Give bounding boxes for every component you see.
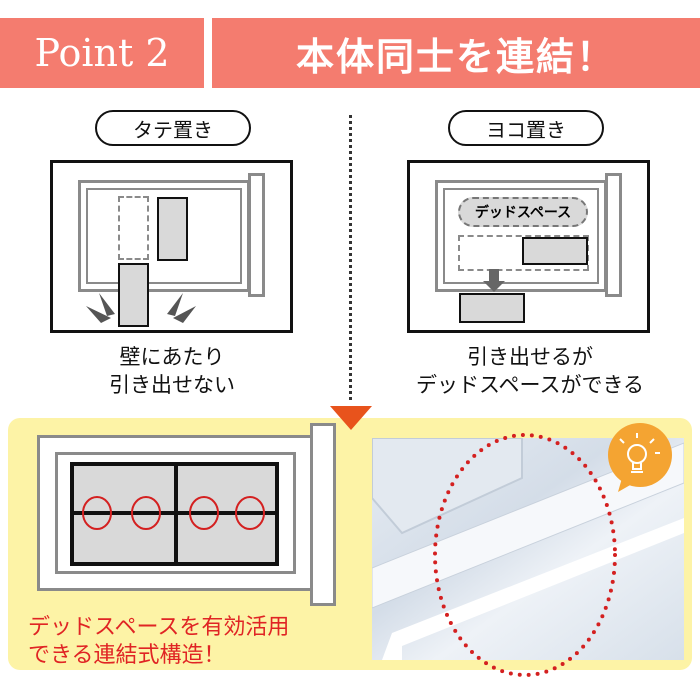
horizontal-diagram: デッドスペース — [407, 160, 650, 333]
dead-space-tag: デッドスペース — [458, 197, 588, 227]
shelf-inner — [86, 188, 242, 284]
label-vertical: タテ置き — [95, 110, 251, 146]
shelf-inner — [443, 188, 599, 284]
divider — [349, 115, 352, 400]
solution-line: デッドスペースを有効活用 — [28, 615, 290, 640]
caption-line: 引き出せない — [109, 373, 235, 397]
connector-markers — [82, 496, 265, 530]
box-divider-horizontal — [74, 511, 275, 515]
solution-text: デッドスペースを有効活用 できる連結式構造！ — [28, 614, 289, 670]
caption-line: 引き出せるが — [467, 345, 593, 369]
vertical-caption: 壁にあたり 引き出せない — [52, 343, 292, 399]
impact-icon — [86, 293, 196, 323]
page-title: 本体同士を連結！ — [212, 18, 700, 88]
slot-outline — [458, 235, 589, 271]
highlight-ellipse — [433, 433, 617, 677]
caption-line: デッドスペースができる — [415, 373, 645, 397]
handle — [310, 423, 336, 606]
product-photo — [372, 438, 684, 660]
label-horizontal: ヨコ置き — [448, 110, 604, 146]
handle — [248, 173, 265, 297]
down-arrow-icon — [330, 406, 372, 430]
handle — [605, 173, 622, 297]
horizontal-caption: 引き出せるが デッドスペースができる — [380, 343, 680, 399]
slot-outline — [118, 196, 149, 260]
solution-line: できる連結式構造！ — [28, 643, 226, 668]
vertical-diagram — [50, 160, 293, 333]
lightbulb-icon — [608, 423, 672, 492]
down-arrow-icon — [483, 269, 505, 292]
box — [157, 197, 188, 261]
pulled-box — [459, 293, 525, 323]
blocked-box — [118, 263, 149, 327]
caption-line: 壁にあたり — [119, 345, 225, 369]
point-badge: Point 2 — [0, 18, 204, 88]
linked-boxes — [70, 462, 279, 566]
box — [522, 237, 588, 265]
